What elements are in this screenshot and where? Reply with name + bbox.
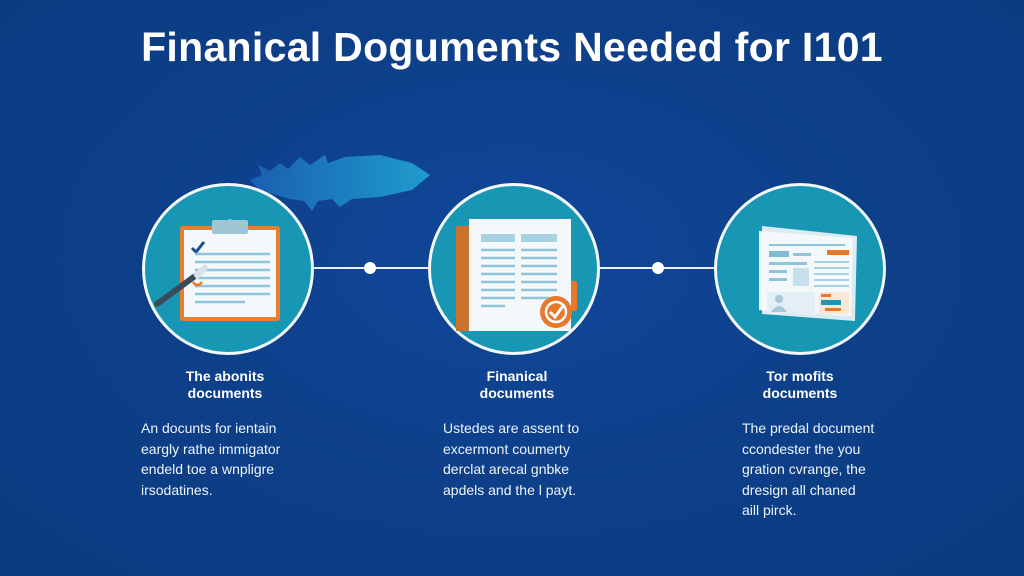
step-1-title-line2: documents (187, 385, 263, 401)
document-form-profile-icon (759, 226, 857, 321)
desc-line: excermont coumerty (443, 440, 570, 457)
step-3-title-line2: documents (762, 385, 838, 401)
desc-line: The predal document (742, 420, 875, 436)
step-3-title: Tor mofits documents (700, 368, 900, 402)
step-2: Finanical documents Ustedes are assent t… (417, 368, 617, 500)
desc-line: Ustedes are assent to (443, 420, 580, 436)
desc-line: aill pirck. (742, 502, 797, 518)
step-2-title-line2: documents (479, 385, 555, 401)
step-3: Tor mofits documents The predal document… (700, 368, 900, 521)
desc-line: apdels and the l payt. (443, 481, 577, 498)
desc-line: derclat arecal gnbke (443, 461, 570, 477)
step-1: The abonits documents An docunts for ien… (125, 368, 325, 500)
desc-line: ccondester the you (742, 440, 861, 457)
desc-line: irsodatines. (141, 481, 213, 498)
desc-line: gration cvrange, the (742, 461, 866, 477)
step-2-title: Finanical documents (417, 368, 617, 402)
step-3-title-line1: Tor mofits (766, 368, 834, 384)
connector-dot-1 (364, 262, 376, 274)
step-1-description: An docunts for ientain eargly rathe immi… (125, 418, 325, 500)
clipboard-checklist-icon (154, 219, 280, 321)
ledger-book-check-icon (456, 219, 577, 331)
step-3-icon-circle (714, 183, 886, 355)
step-1-icon-circle (142, 183, 314, 355)
desc-line: endeld toe a wnpligre (141, 461, 275, 477)
step-3-description: The predal document ccondester the you g… (700, 418, 900, 521)
step-2-title-line1: Finanical (486, 368, 548, 384)
desc-line: eargly rathe immigator (141, 440, 281, 457)
desc-line: An docunts for ientain (141, 420, 277, 436)
page-title: Finanical Doguments Needed for I101 (141, 24, 883, 70)
connector-dot-2 (652, 262, 664, 274)
step-2-description: Ustedes are assent to excermont coumerty… (417, 418, 617, 500)
step-1-title: The abonits documents (125, 368, 325, 402)
fish-silhouette-icon (250, 155, 430, 211)
step-2-icon-circle (428, 183, 600, 355)
step-1-title-line1: The abonits (185, 368, 265, 384)
desc-line: dresign all chaned (742, 481, 856, 498)
